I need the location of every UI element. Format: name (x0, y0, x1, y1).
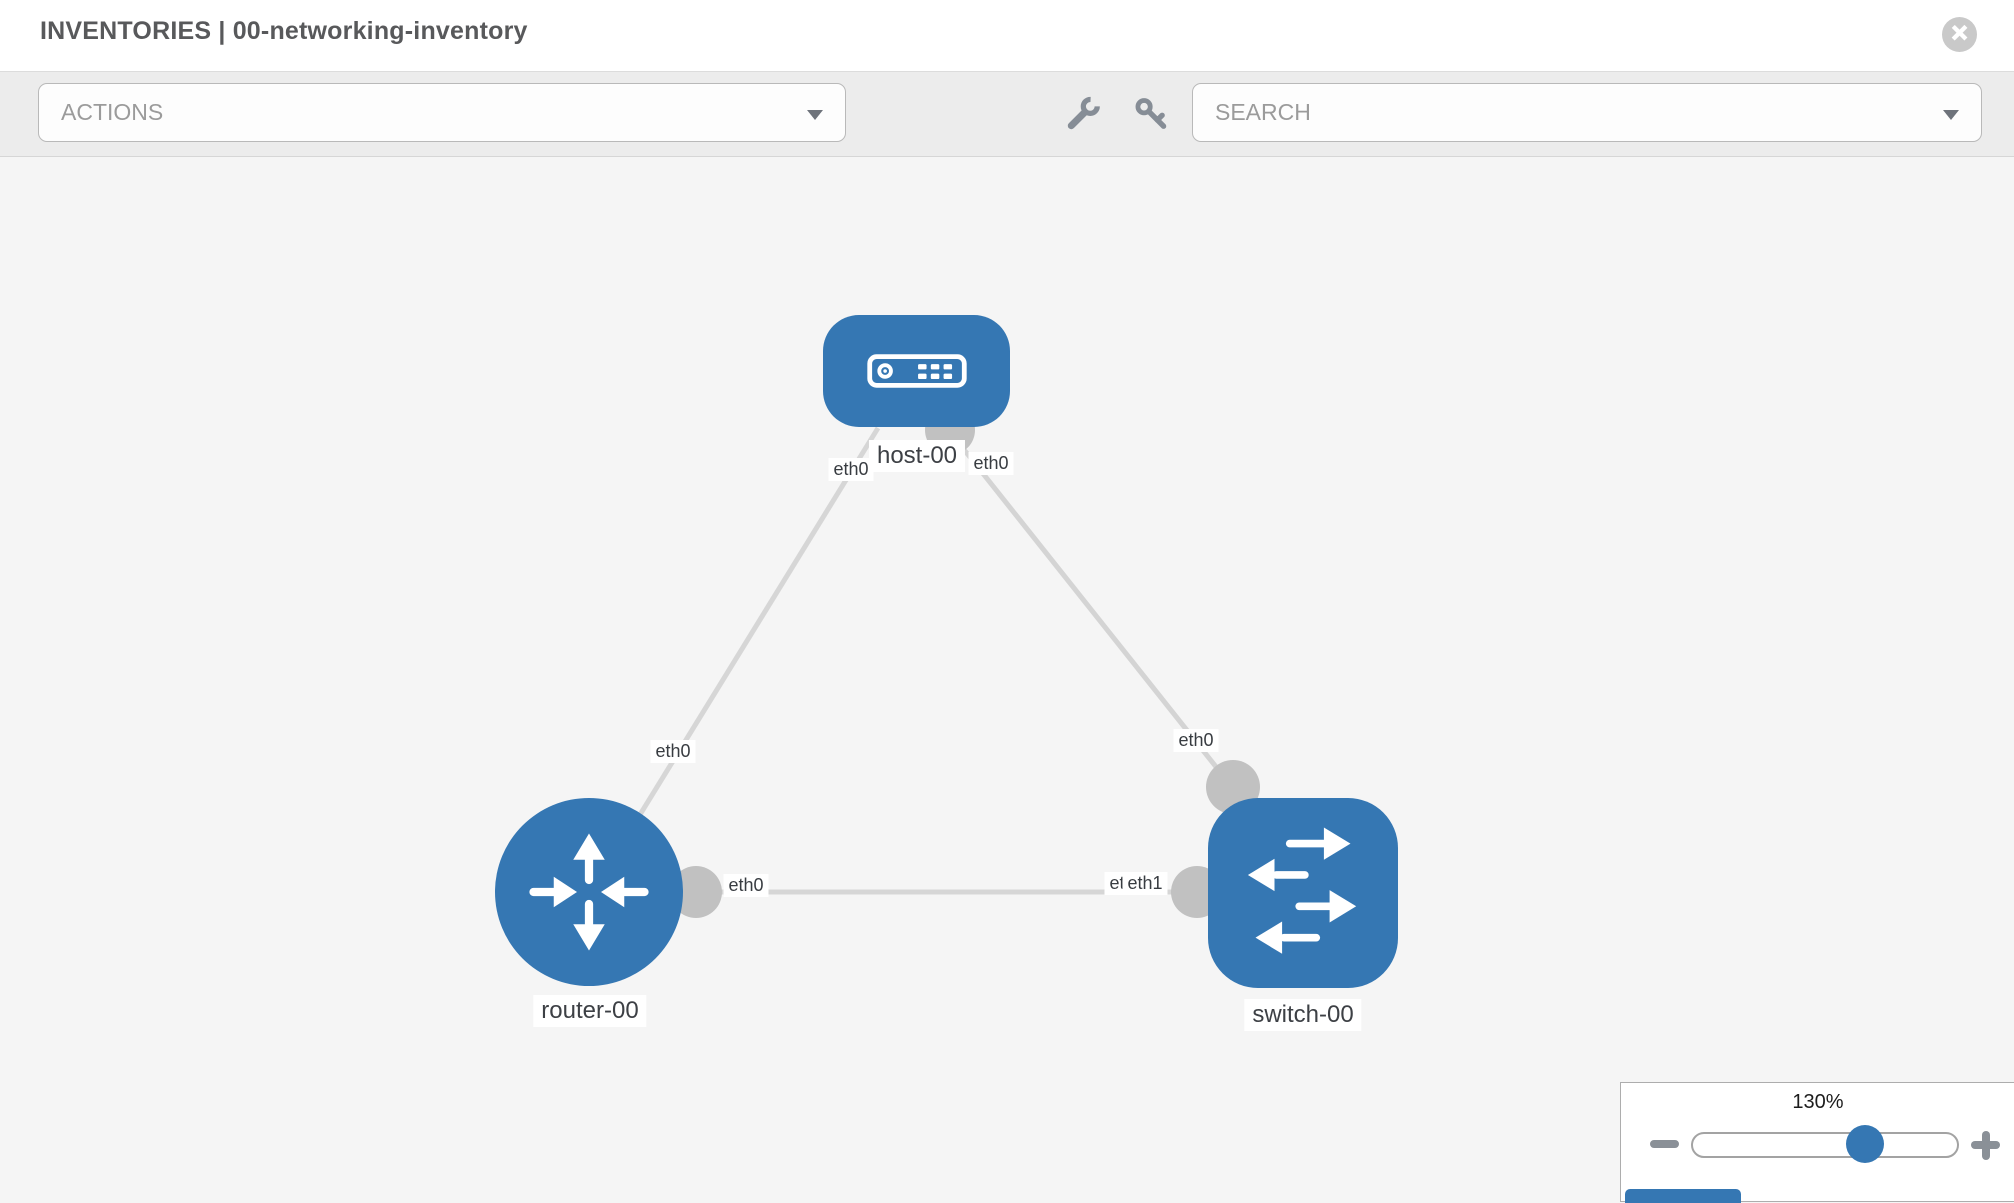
switch-arrows-icon (1247, 827, 1357, 954)
close-icon: × (1951, 17, 1969, 48)
zoom-level-label: 130% (1792, 1091, 1844, 1113)
zoom-in-button[interactable] (1965, 1123, 2005, 1167)
zoom-panel: 130% (1620, 1082, 2014, 1202)
zoom-out-button[interactable] (1645, 1133, 1685, 1157)
router-arrows-icon (529, 833, 649, 951)
chevron-down-icon (1943, 110, 1959, 120)
node-host-00[interactable] (823, 315, 1010, 427)
actions-dropdown[interactable]: ACTIONS (38, 83, 846, 142)
interface-label-switch-eth0-top: eth0 (1173, 729, 1219, 752)
interface-label-router-eth0-right: eth0 (723, 874, 769, 897)
server-icon (866, 354, 967, 388)
page-title: INVENTORIES | 00-networking-inventory (40, 17, 528, 45)
zoom-slider-track[interactable] (1691, 1125, 1959, 1163)
node-label-switch: switch-00 (1244, 999, 1362, 1031)
key-legend-button[interactable] (1625, 1189, 1741, 1203)
actions-dropdown-label: ACTIONS (61, 99, 164, 125)
search-dropdown-label: SEARCH (1215, 99, 1311, 125)
interface-label-host-eth0-right: eth0 (968, 452, 1014, 475)
node-label-host: host-00 (868, 440, 966, 472)
link-router-host[interactable] (598, 426, 881, 880)
interface-label-switch-eth1: eth1 (1122, 872, 1168, 895)
node-switch-00[interactable] (1208, 798, 1398, 988)
toolbar: ACTIONS SEARCH (0, 72, 2014, 157)
port-router-eth0 (670, 866, 722, 918)
wrench-icon (1067, 96, 1100, 130)
minus-icon (1650, 1140, 1679, 1148)
close-button[interactable]: × (1942, 17, 1977, 52)
chevron-down-icon (807, 110, 823, 120)
header-bar: INVENTORIES | 00-networking-inventory × (0, 0, 2014, 72)
node-label-router: router-00 (533, 995, 647, 1027)
configure-button[interactable] (1060, 91, 1106, 137)
node-router-00[interactable] (495, 798, 683, 986)
interface-label-router-eth0-top: eth0 (650, 740, 696, 763)
zoom-slider-thumb[interactable] (1846, 1125, 1884, 1163)
interface-label-host-eth0-left: eth0 (828, 458, 874, 481)
key-icon (1135, 98, 1167, 129)
search-dropdown[interactable]: SEARCH (1192, 83, 1982, 142)
credentials-button[interactable] (1129, 91, 1175, 137)
